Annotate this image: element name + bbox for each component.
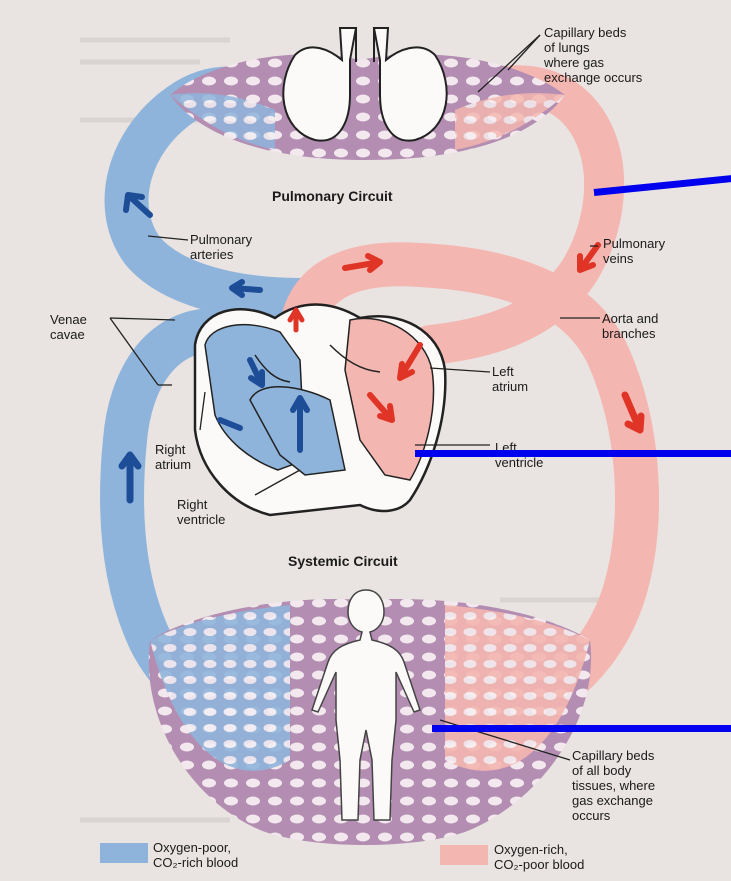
legend-swatch-oxygen-rich [440,845,488,865]
legend-swatch-oxygen-poor [100,843,148,863]
label-pulmonary-veins: Pulmonary veins [603,236,665,266]
systemic-circuit-title: Systemic Circuit [288,553,398,569]
label-pulmonary-arteries: Pulmonary arteries [190,232,252,262]
label-venae-cavae: Venae cavae [50,312,87,342]
label-capillary-beds-body: Capillary beds of all body tissues, wher… [572,748,655,823]
legend-label-oxygen-rich: Oxygen-rich, CO₂-poor blood [494,842,584,872]
label-left-atrium: Left atrium [492,364,528,394]
label-right-atrium: Right atrium [155,442,191,472]
heart [195,305,445,516]
pulmonary-circuit-title: Pulmonary Circuit [272,188,393,204]
label-right-ventricle: Right ventricle [177,497,225,527]
annotation-pointer-capillary [432,725,731,732]
legend-label-oxygen-poor: Oxygen-poor, CO₂-rich blood [153,840,238,870]
label-capillary-beds-lungs: Capillary beds of lungs where gas exchan… [544,25,642,85]
label-aorta-branches: Aorta and branches [602,311,658,341]
annotation-pointer-ventricle [415,450,731,457]
